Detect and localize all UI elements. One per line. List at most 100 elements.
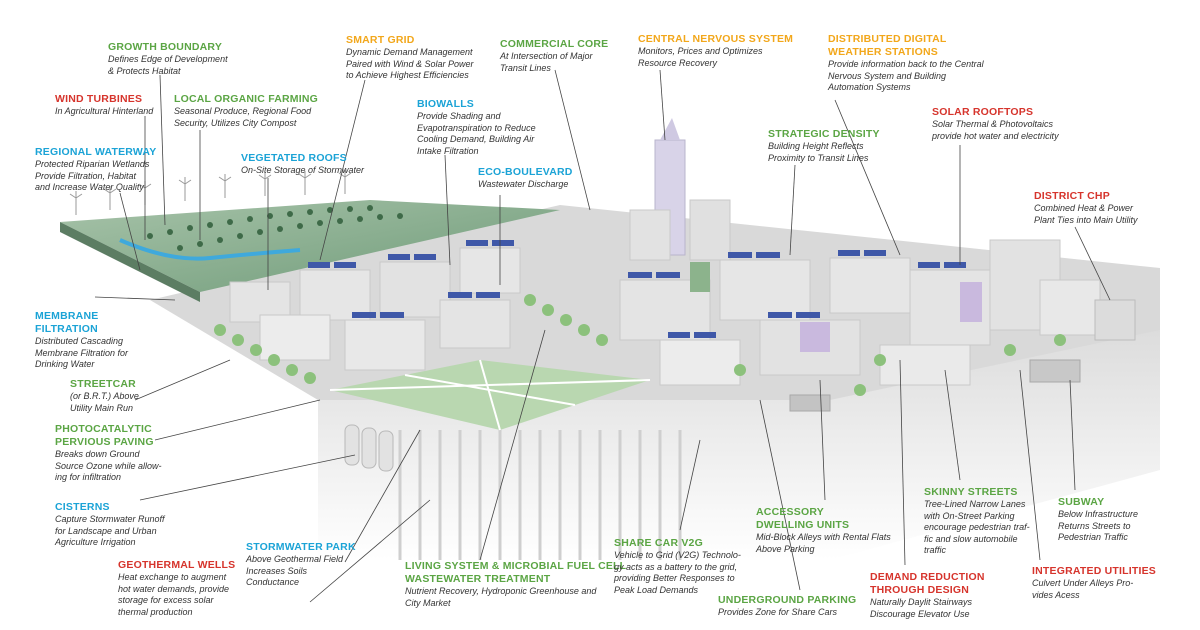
leader-geothermal-wells <box>309 499 431 603</box>
callout-description: Monitors, Prices and Optimizes Resource … <box>638 46 763 68</box>
callout-description: In Agricultural Hinterland <box>55 106 154 116</box>
callout-description: Defines Edge of Development & Protects H… <box>108 54 228 76</box>
callout-title: STORMWATER PARK <box>246 541 356 553</box>
callout-description: Breaks down Ground Source Ozone while al… <box>55 449 162 482</box>
callout-title: CISTERNS <box>55 501 110 513</box>
cistern-tanks <box>344 424 394 472</box>
callout-title: SMART GRID <box>346 34 415 46</box>
callout-description: Wastewater Discharge <box>478 179 569 189</box>
callout-description: Building Height Reflects Proximity to Tr… <box>768 141 869 163</box>
callout-title: PHOTOCATALYTIC PERVIOUS PAVING <box>55 423 154 448</box>
farm-field <box>60 200 560 292</box>
callout-description: Below Infrastructure Returns Streets to … <box>1058 509 1139 542</box>
callout-title: DEMAND REDUCTION THROUGH DESIGN <box>870 571 985 596</box>
regional-waterway-stream <box>119 238 301 261</box>
leader-skinny-streets <box>944 369 961 481</box>
leader-regional-waterway <box>119 192 141 271</box>
callout-title: SHARE CAR V2G <box>614 537 703 549</box>
callout-description: Protected Riparian Wetlands Provide Filt… <box>35 159 150 192</box>
callout-title: SKINNY STREETS <box>924 486 1018 498</box>
callout-description: Naturally Daylit Stairways Discourage El… <box>870 597 973 619</box>
solar-panels-left <box>308 240 514 318</box>
leader-lines <box>94 69 1111 603</box>
callout-description: On-Site Storage of Stormwater <box>241 165 365 175</box>
callout-title: SOLAR ROOFTOPS <box>932 106 1034 118</box>
subway-tunnel <box>1029 359 1081 383</box>
leader-distributed-weather <box>834 99 901 256</box>
geothermal-well-pipes <box>398 430 682 560</box>
callout-title: GROWTH BOUNDARY <box>108 41 223 53</box>
callout-streetcar: STREETCAR(or B.R.T.) Above Utility Main … <box>70 378 220 414</box>
callout-description: Distributed Cascading Membrane Filtratio… <box>35 336 129 369</box>
leader-district-chp <box>1074 226 1111 301</box>
callout-title: DISTRICT CHP <box>1034 190 1110 202</box>
leader-cisterns <box>139 454 356 501</box>
callout-description: Vehicle to Grid (V2G) Technolo- gy acts … <box>614 550 741 595</box>
callout-description: Provide Shading and Evapotranspiration t… <box>417 111 536 156</box>
utility-culvert <box>789 394 831 412</box>
callout-description: Provide information back to the Central … <box>828 59 984 92</box>
leader-integrated-utilities <box>1019 369 1041 561</box>
leader-underground-parking <box>759 399 801 591</box>
callout-description: Dynamic Demand Management Paired with Wi… <box>346 47 474 80</box>
plaza-paths <box>329 359 651 431</box>
callout-title: VEGETATED ROOFS <box>241 152 347 164</box>
callout-description: Mid-Block Alleys with Rental Flats Above… <box>756 532 891 554</box>
orchard-trees <box>147 205 403 251</box>
leader-subway <box>1069 379 1076 491</box>
callout-title: LOCAL ORGANIC FARMING <box>174 93 319 105</box>
leader-living-system <box>479 329 546 561</box>
callout-title: COMMERCIAL CORE <box>500 38 609 50</box>
farm-field-edge <box>60 222 200 302</box>
leader-photocatalytic-paving <box>154 399 321 441</box>
callout-title: CENTRAL NERVOUS SYSTEM <box>638 33 794 45</box>
leader-accessory-dwelling <box>819 379 826 501</box>
leader-growth-boundary <box>159 74 166 226</box>
callout-title: STRATEGIC DENSITY <box>768 128 880 140</box>
callout-title: GEOTHERMAL WELLS <box>118 559 236 571</box>
callout-description: Combined Heat & Power Plant Ties into Ma… <box>1034 203 1138 225</box>
callout-title: STREETCAR <box>70 378 136 390</box>
leader-streetcar <box>134 359 231 401</box>
solar-panels-right <box>628 250 966 338</box>
buildings-right <box>619 239 1101 386</box>
callout-title: UNDERGROUND PARKING <box>718 594 857 606</box>
callout-title: INTEGRATED UTILITIES <box>1032 565 1156 577</box>
buildings-left <box>229 247 521 371</box>
commercial-core-tower <box>629 118 731 261</box>
callout-description: Heat exchange to augment hot water deman… <box>118 572 230 617</box>
callout-title: WIND TURBINES <box>55 93 143 105</box>
callout-description: Seasonal Produce, Regional Food Security… <box>174 106 312 128</box>
callout-description: Nutrient Recovery, Hydroponic Greenhouse… <box>405 586 597 608</box>
callout-title: ACCESSORY DWELLING UNITS <box>756 506 850 531</box>
callout-description: (or B.R.T.) Above Utility Main Run <box>70 391 139 413</box>
leader-share-car <box>679 439 701 531</box>
callout-title: DISTRIBUTED DIGITAL WEATHER STATIONS <box>828 33 947 58</box>
leader-smart-grid <box>319 79 366 261</box>
leader-strategic-density <box>789 164 796 256</box>
